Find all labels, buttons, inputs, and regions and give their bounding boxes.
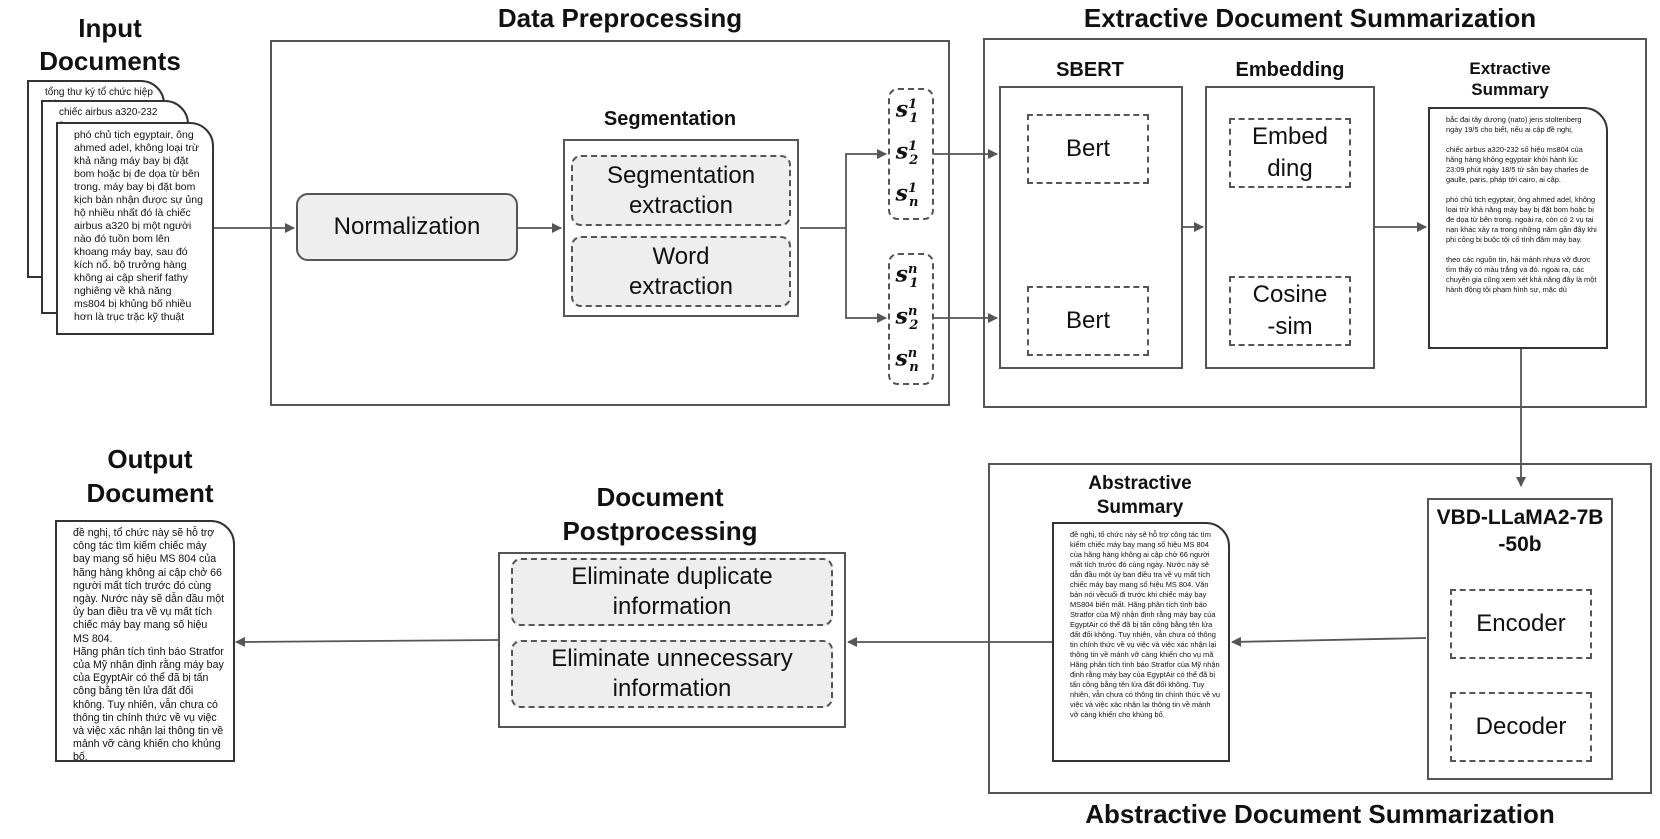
sentence-group-1: s11 s12 s1n	[888, 88, 934, 220]
input-document-front: phó chủ tịch egyptair, ông ahmed adel, k…	[56, 122, 214, 335]
extractive-summary-title: Extractive Summary	[1469, 59, 1551, 99]
eliminate-unnecessary-box: Eliminate unnecessary information	[511, 640, 833, 708]
sentence-token: sn1	[895, 261, 919, 292]
sentence-token: snn	[895, 345, 919, 375]
word-extraction-box: Word extraction	[571, 236, 791, 307]
bert-box-1: Bert	[1027, 114, 1149, 184]
decoder-box: Decoder	[1450, 692, 1592, 762]
segmentation-extraction-box: Segmentation extraction	[571, 155, 791, 226]
arrow	[1231, 636, 1427, 647]
sentence-token: s1n	[895, 180, 919, 210]
input-documents-title: Input Documents	[39, 13, 181, 76]
postprocessing-title: Document Postprocessing	[562, 482, 758, 546]
normalization-box: Normalization	[296, 193, 518, 261]
sentence-token: sn2	[895, 303, 919, 333]
segmentation-title: Segmentation	[603, 108, 737, 130]
output-document: đề nghị, tổ chức này sẽ hỗ trợ công tác …	[55, 520, 235, 762]
sentence-token: s11	[895, 96, 919, 127]
extractive-summary-document: bắc đại tây dương (nato) jens stoltenber…	[1428, 107, 1608, 349]
arrow	[800, 149, 887, 229]
arrow	[235, 636, 499, 647]
data-preprocessing-title: Data Preprocessing	[497, 3, 743, 33]
abstractive-summary-title: Abstractive Summary	[1088, 473, 1192, 518]
output-document-title: Output Document	[86, 444, 214, 508]
cosine-sim-box: Cosine -sim	[1229, 276, 1351, 346]
sentence-group-n: sn1 sn2 snn	[888, 253, 934, 385]
eliminate-duplicate-box: Eliminate duplicate information	[511, 558, 833, 626]
extractive-summarization-title: Extractive Document Summarization	[1083, 3, 1537, 33]
abstractive-summary-document: đề nghị, tổ chức này sẽ hỗ trợ công tác …	[1052, 522, 1230, 762]
llama-model-title: VBD-LLaMA2-7B -50b	[1436, 506, 1604, 556]
encoder-box: Encoder	[1450, 589, 1592, 659]
arrow	[845, 228, 887, 323]
abstractive-summarization-title: Abstractive Document Summarization	[1085, 799, 1555, 829]
embed-ding-box: Embed ding	[1229, 118, 1351, 188]
sentence-token: s12	[895, 138, 919, 168]
sbert-title: SBERT	[1056, 59, 1124, 81]
bert-box-2: Bert	[1027, 286, 1149, 356]
embedding-title: Embedding	[1235, 59, 1345, 81]
